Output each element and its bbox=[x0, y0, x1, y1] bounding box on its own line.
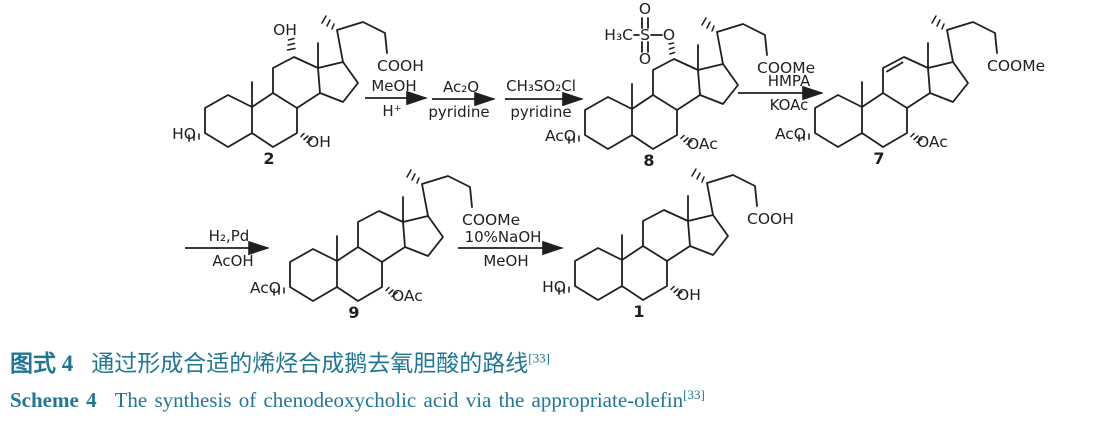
chain-end-label: COOMe bbox=[987, 57, 1045, 75]
caption-cn-text: 通过形成合适的烯烃合成鹅去氧胆酸的路线 bbox=[91, 351, 529, 376]
reaction-arrow-hydrolysis: 10%NaOH MeOH bbox=[458, 228, 564, 270]
caption-chinese: 图式 4 通过形成合适的烯烃合成鹅去氧胆酸的路线[33] bbox=[10, 344, 705, 378]
compound-number: 1 bbox=[633, 302, 644, 321]
substituent-12-label: OH bbox=[273, 21, 297, 39]
substituent-7-label: OH bbox=[677, 286, 701, 304]
hash-bond-c12 bbox=[668, 42, 676, 55]
substituent-3-label: AcO bbox=[545, 127, 576, 145]
compound-number: 8 bbox=[643, 151, 654, 170]
reagent-above: Ac₂O bbox=[443, 78, 479, 96]
structure-chenodeoxycholic-acid: HO OH COOH 1 bbox=[542, 168, 794, 321]
substituent-3-label: AcO bbox=[775, 125, 806, 143]
steroid-skeleton bbox=[558, 168, 758, 301]
reagent-below: MeOH bbox=[483, 252, 528, 270]
reagent-below: pyridine bbox=[428, 103, 489, 121]
compound-number: 2 bbox=[263, 149, 274, 168]
substituent-3-label: AcO bbox=[250, 279, 281, 297]
caption-english: Scheme 4 The synthesis of chenodeoxycholi… bbox=[10, 387, 705, 413]
compound-number: 7 bbox=[873, 149, 884, 168]
substituent-7-label: OAc bbox=[392, 287, 423, 305]
reagent-above: CH₃SO₂Cl bbox=[506, 77, 576, 95]
reaction-arrow-hydrogenation: H₂,Pd AcOH bbox=[185, 227, 270, 270]
reagent-above: 10%NaOH bbox=[465, 228, 542, 246]
reagent-below: pyridine bbox=[510, 103, 571, 121]
mesylate-sulfur-label: S bbox=[640, 26, 650, 44]
caption-en-text: The synthesis of chenodeoxycholic acid v… bbox=[114, 388, 684, 412]
reaction-scheme: OH HO OH COOH 2 H₃C S O O O AcO OAc COOM… bbox=[172, 0, 1045, 322]
caption-cn-label: 图式 4 bbox=[10, 351, 74, 376]
caption-en-ref: [33] bbox=[683, 387, 705, 402]
structure-diacetate: AcO OAc COOMe 9 bbox=[250, 169, 520, 322]
compound-number: 9 bbox=[348, 303, 359, 322]
reaction-arrow-elimination: HMPA KOAc bbox=[738, 72, 824, 114]
chain-end-label: COOH bbox=[377, 57, 424, 75]
reagent-above: HMPA bbox=[768, 72, 811, 90]
reagent-below: H⁺ bbox=[382, 102, 401, 120]
reagent-above: MeOH bbox=[371, 77, 416, 95]
substituent-3-label: HO bbox=[172, 125, 196, 143]
reaction-arrow-mesylation: CH₃SO₂Cl pyridine bbox=[505, 77, 584, 121]
structure-olefin: AcO OAc COOMe 7 bbox=[775, 15, 1045, 168]
reaction-arrow-acetylation: Ac₂O pyridine bbox=[428, 78, 496, 121]
reagent-below: AcOH bbox=[212, 252, 253, 270]
structure-cholic-acid: OH HO OH COOH 2 bbox=[172, 15, 424, 168]
caption-en-label: Scheme 4 bbox=[10, 388, 97, 412]
mesylate-bonds bbox=[633, 17, 663, 53]
reagent-above: H₂,Pd bbox=[209, 227, 250, 245]
hash-bond-c12 bbox=[286, 37, 296, 51]
mesylate-o-link-label: O bbox=[663, 26, 675, 44]
reaction-arrow-esterification: MeOH H⁺ bbox=[365, 77, 428, 120]
steroid-skeleton bbox=[798, 15, 998, 148]
structure-mesylate: H₃C S O O O AcO OAc COOMe 8 bbox=[545, 0, 815, 170]
caption-cn-ref: [33] bbox=[528, 350, 550, 366]
mesylate-methyl-label: H₃C bbox=[604, 26, 633, 44]
steroid-skeleton bbox=[273, 169, 473, 302]
mesylate-o-top-label: O bbox=[639, 0, 651, 18]
reagent-below: KOAc bbox=[770, 96, 809, 114]
chain-end-label: COOMe bbox=[462, 211, 520, 229]
substituent-3-label: HO bbox=[542, 278, 566, 296]
substituent-7-label: OH bbox=[307, 133, 331, 151]
substituent-7-label: OAc bbox=[687, 135, 718, 153]
substituent-7-label: OAc bbox=[917, 133, 948, 151]
double-bond-line bbox=[886, 61, 904, 73]
mesylate-o-bottom-label: O bbox=[639, 50, 651, 68]
chain-end-label: COOH bbox=[747, 210, 794, 228]
chain-end-label: COOMe bbox=[757, 59, 815, 77]
